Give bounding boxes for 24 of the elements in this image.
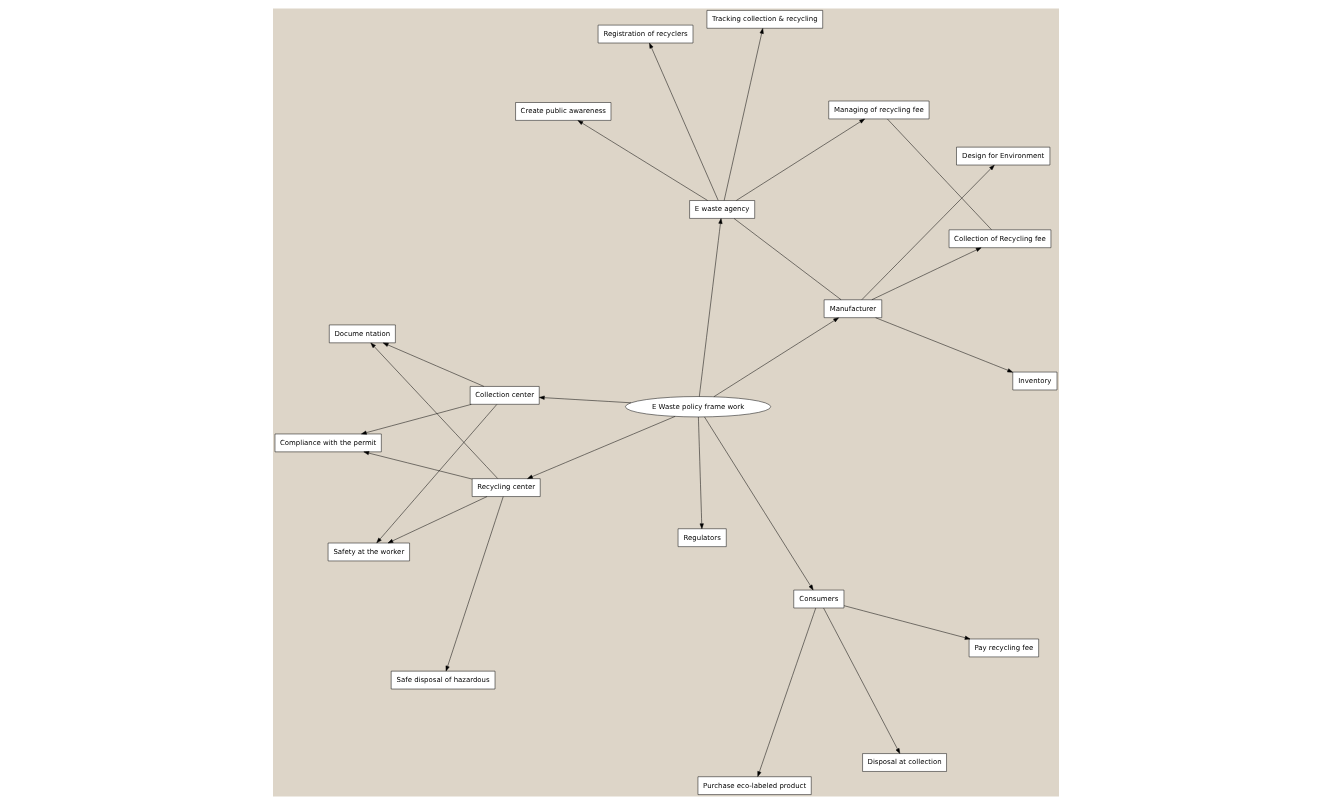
arrow: [698, 416, 704, 529]
arrow: [723, 28, 764, 201]
arrow: [376, 404, 498, 544]
arrow: [699, 218, 723, 397]
arrow: [577, 120, 708, 201]
arrow: [704, 416, 814, 591]
arrow: [363, 451, 473, 480]
arrow: [875, 317, 1013, 373]
arrow: [757, 607, 816, 777]
arrow: [387, 496, 488, 544]
arrow: [383, 342, 485, 387]
arrow: [871, 247, 982, 300]
arrow: [539, 395, 632, 404]
arrow: [361, 404, 472, 435]
arrow: [527, 416, 676, 479]
arrow: [713, 317, 839, 397]
arrow: [649, 42, 719, 201]
arrow: [370, 342, 498, 479]
arrow: [861, 164, 995, 300]
arrow: [823, 607, 901, 754]
arrow: [736, 118, 865, 201]
connector: [733, 218, 842, 300]
arrow: [843, 605, 971, 640]
arrow: [445, 496, 504, 672]
